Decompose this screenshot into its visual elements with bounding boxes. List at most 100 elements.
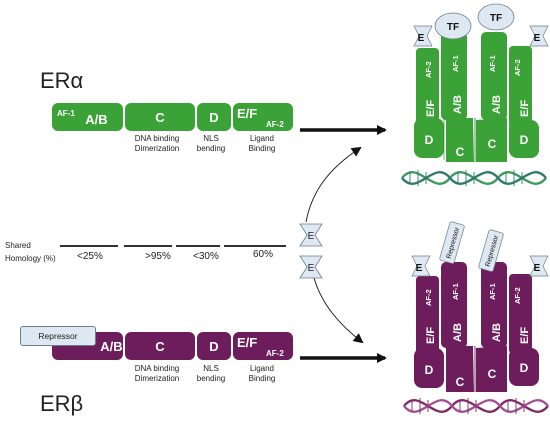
domain-c-beta: C	[125, 332, 195, 360]
bottom-right-ab	[481, 262, 507, 348]
curved-arrow-down	[313, 277, 364, 344]
bottom-left-c	[446, 346, 474, 392]
tf-right	[477, 3, 515, 31]
bottom-right-af2: AF-2	[513, 287, 522, 304]
dimer-top-ligand-right-label: E	[534, 33, 541, 44]
function-d-alpha: NLS bending	[196, 134, 226, 153]
top-left-d-label: D	[425, 133, 434, 147]
top-left-d	[414, 118, 444, 158]
dimer-bottom-ligand-right	[529, 255, 549, 277]
homology-value-c: >95%	[145, 251, 171, 262]
domain-ef-beta: E/F	[233, 332, 293, 360]
dimer-bottom-ligand-right-label: E	[534, 263, 541, 274]
top-left-af1: AF-1	[451, 55, 460, 72]
tf-left-label: TF	[447, 22, 459, 33]
er-alpha-dimer: TF TF E E AF-2 AF-1 A/B E/F D C C AF-1 A…	[401, 3, 549, 186]
function-c-alpha: DNA binding Dimerization	[134, 134, 180, 153]
tf-left	[434, 12, 472, 40]
bottom-right-c-label: C	[488, 367, 497, 381]
top-right-c-label: C	[488, 137, 497, 151]
top-left-ef-label: E/F	[425, 100, 437, 117]
domain-c-beta-label: C	[155, 338, 165, 354]
ligand-estrogen-1: E	[299, 223, 323, 247]
repressor-left: Repressor	[439, 221, 465, 264]
domain-ef-beta-label: E/F	[237, 335, 258, 350]
function-ef-beta: Ligand Binding	[248, 364, 276, 383]
af2-beta-label: AF-2	[266, 349, 284, 358]
homology-value-d: <30%	[193, 251, 219, 262]
er-beta-title: ERβ	[40, 391, 84, 416]
domain-d-beta-label: D	[209, 338, 219, 354]
ligand-label-1: E	[308, 231, 315, 242]
tf-right-label: TF	[490, 13, 502, 24]
homology-line-c	[124, 245, 172, 247]
bottom-right-d-label: D	[520, 361, 529, 375]
bottom-right-ef	[509, 274, 532, 354]
top-right-ab	[481, 32, 507, 120]
er-alpha-title: ERα	[40, 68, 84, 93]
bottom-left-ef-label: E/F	[425, 327, 437, 344]
dimer-bottom-ligand-left-label: E	[416, 263, 423, 274]
er-beta-domain-bar: A/B C D E/F AF-2	[52, 332, 293, 360]
top-left-c	[446, 118, 474, 162]
homology-line-ef	[224, 245, 286, 247]
dimer-top-ligand-right	[529, 25, 549, 47]
bottom-left-ef	[416, 276, 439, 354]
repressor-right: Repressor	[478, 229, 504, 272]
domain-d-beta: D	[197, 332, 231, 360]
top-right-af2: AF-2	[513, 59, 522, 76]
curved-arrow-up	[305, 146, 362, 223]
top-right-af1: AF-1	[488, 55, 497, 72]
top-right-ab-label: A/B	[491, 95, 503, 114]
homology-label: Shared Homology (%)	[5, 241, 56, 263]
homology-value-ef: 60%	[253, 249, 274, 260]
domain-ab-label: A/B	[85, 111, 108, 127]
domain-ef-label: E/F	[237, 106, 258, 121]
domain-c: C	[125, 103, 195, 131]
homology-line-d	[176, 245, 220, 247]
dna-helix-top	[401, 170, 547, 186]
top-right-d-label: D	[520, 133, 529, 147]
dimer-top-ligand-left	[413, 25, 433, 47]
dimer-bottom-ligand-left	[411, 255, 431, 277]
top-right-c	[476, 118, 507, 162]
af2-label: AF-2	[266, 120, 284, 129]
top-right-ef-label: E/F	[519, 100, 531, 117]
function-ef-alpha: Ligand Binding	[248, 134, 276, 153]
dimer-top-ligand-left-label: E	[418, 33, 425, 44]
top-left-af2: AF-2	[424, 61, 433, 78]
er-beta-dimer: Repressor Repressor E E AF-2 AF-1 A/B E/…	[403, 221, 549, 414]
homology-line-ab	[60, 245, 118, 247]
top-right-ef	[509, 46, 532, 128]
repressor-tag: Repressor	[20, 326, 96, 346]
domain-ab: A/B	[52, 103, 123, 131]
top-left-ab	[441, 32, 467, 120]
bottom-right-d	[509, 348, 539, 386]
domain-c-label: C	[155, 109, 165, 125]
bottom-left-c-label: C	[456, 375, 465, 389]
bottom-right-c	[476, 346, 507, 392]
homology-value-ab: <25%	[77, 251, 103, 262]
bottom-left-d	[414, 348, 444, 388]
bottom-left-ab-label: A/B	[452, 323, 464, 342]
domain-d: D	[197, 103, 231, 131]
ligand-label-2: E	[308, 263, 315, 274]
dna-helix-bottom	[403, 398, 549, 414]
ligand-estrogen-2: E	[299, 255, 323, 279]
top-left-ab-label: A/B	[452, 95, 464, 114]
top-left-c-label: C	[456, 145, 465, 159]
er-alpha-domain-bar: A/B AF-1 C D E/F AF-2	[52, 103, 293, 131]
top-right-d	[509, 120, 539, 158]
bottom-left-d-label: D	[425, 363, 434, 377]
function-c-beta: DNA binding Dimerization	[134, 364, 180, 383]
top-left-ef	[416, 48, 439, 130]
bottom-left-af2: AF-2	[424, 289, 433, 306]
af1-label: AF-1	[57, 109, 75, 118]
domain-ef: E/F	[233, 103, 293, 131]
bottom-left-af1: AF-1	[451, 283, 460, 300]
bottom-right-ef-label: E/F	[519, 327, 531, 344]
function-d-beta: NLS bending	[196, 364, 226, 383]
domain-ab-beta-label: A/B	[100, 338, 123, 354]
bottom-right-af1: AF-1	[488, 283, 497, 300]
